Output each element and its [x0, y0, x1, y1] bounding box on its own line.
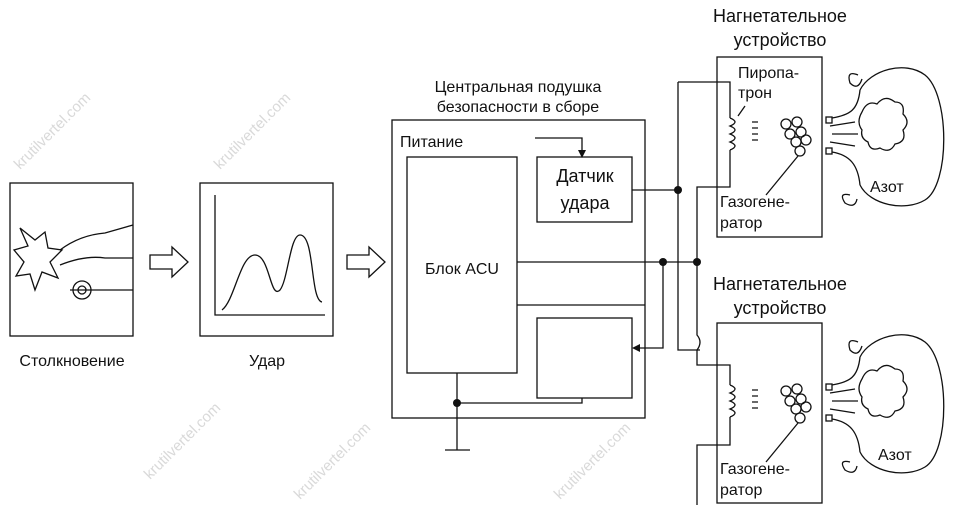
coil-icon [728, 384, 736, 418]
gas-pellets-icon [780, 116, 812, 157]
watermark: krutilvertel.com [211, 89, 294, 172]
inflator-title: устройство [734, 298, 827, 318]
graph-axes [214, 195, 325, 316]
gas-pellets-icon [780, 383, 812, 424]
inflator-box [716, 322, 823, 504]
collision-stage: Столкновение [9, 182, 134, 370]
gas-generator-label: ратор [720, 482, 762, 499]
collision-label: Столкновение [19, 353, 124, 370]
nitrogen-label: Азот [870, 179, 904, 196]
gas-generator-label: ратор [720, 215, 762, 232]
airbag-icon [825, 67, 945, 207]
sensor-label: Датчик [556, 166, 613, 186]
arrow-right-icon [346, 245, 386, 279]
impact-stage: Удар [199, 182, 334, 370]
inflator-title: устройство [734, 30, 827, 50]
car-crash-icon [12, 224, 134, 300]
coil-icon [728, 117, 736, 151]
watermark: krutilvertel.com [551, 419, 634, 502]
airbag-icon [825, 334, 945, 474]
gas-generator-label: Газогене- [720, 194, 790, 211]
impact-box [199, 182, 334, 337]
arrow-down-icon [578, 150, 586, 158]
inflator-box [716, 56, 823, 238]
impact-curve [221, 234, 323, 311]
central-unit-title: безопасности в сборе [437, 99, 600, 116]
inflator-bottom: Нагнетательное устройство Газогене- рато… [713, 274, 945, 504]
acu-block [406, 156, 518, 374]
central-unit-title: Центральная подушка [435, 79, 602, 96]
central-unit-box [391, 119, 646, 419]
backup-box [536, 317, 633, 399]
central-airbag-unit: Центральная подушка безопасности в сборе… [391, 79, 646, 419]
squib-label: трон [738, 85, 772, 102]
acu-label: Блок ACU [425, 261, 499, 278]
nitrogen-label: Азот [878, 447, 912, 464]
power-wire [535, 137, 583, 152]
arrow-right-icon [149, 245, 189, 279]
watermark: krutilvertel.com [141, 399, 224, 482]
inflator-top: Нагнетательное устройство Пиропа- трон Г… [713, 6, 945, 238]
inflator-title: Нагнетательное [713, 6, 847, 26]
squib-label: Пиропа- [738, 65, 799, 82]
impact-label: Удар [249, 353, 285, 370]
wiring [445, 81, 731, 505]
collision-box [9, 182, 134, 337]
watermark-layer: krutilvertel.com krutilvertel.com krutil… [11, 89, 634, 502]
watermark: krutilvertel.com [291, 419, 374, 502]
watermark: krutilvertel.com [11, 89, 94, 172]
power-label: Питание [400, 134, 463, 151]
inflator-title: Нагнетательное [713, 274, 847, 294]
gas-generator-label: Газогене- [720, 461, 790, 478]
sensor-label: удара [561, 193, 611, 213]
